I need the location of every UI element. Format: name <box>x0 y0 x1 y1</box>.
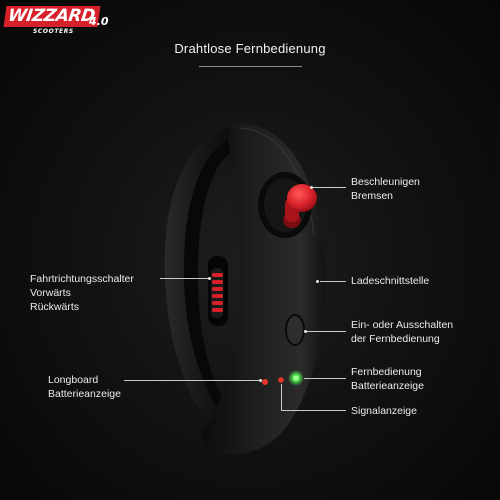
wrist-strap-inner <box>183 140 236 418</box>
leader-power <box>306 331 346 332</box>
page-title: Drahtlose Fernbedienung <box>174 41 326 56</box>
logo-subline: SCOOTERS <box>33 28 74 35</box>
leader-direction-dot <box>208 277 211 280</box>
label-signal: Signalanzeige <box>351 405 417 417</box>
label-power: Ein- oder Ausschalten der Fernbedienung <box>351 319 454 345</box>
leader-signal <box>281 410 346 411</box>
board-battery-led <box>262 379 268 385</box>
remote-battery-led <box>293 375 299 381</box>
leader-charging <box>320 281 346 282</box>
leader-charging-dot <box>316 280 319 283</box>
power-button <box>285 314 305 346</box>
label-board-battery: Longboard Batterieanzeige <box>48 374 121 400</box>
brand-logo: WIZZARD 4.0 SCOOTERS <box>3 6 109 46</box>
thumbstick <box>287 184 317 212</box>
title-underline <box>199 66 302 67</box>
leader-power-dot <box>304 330 307 333</box>
signal-led <box>278 377 284 383</box>
label-direction-switch: Fahrtrichtungsschalter Vorwärts Rückwärt… <box>30 273 134 313</box>
direction-switch <box>212 273 223 312</box>
label-remote-battery: Fernbedienung Batterieanzeige <box>351 366 424 392</box>
leader-signal-vertical <box>281 384 282 410</box>
label-accelerate: Beschleunigen Bremsen <box>351 176 420 202</box>
leader-accelerate <box>312 187 346 188</box>
leader-board-battery <box>124 380 261 381</box>
leader-remote-battery <box>304 378 346 379</box>
wrist-strap <box>164 128 240 441</box>
leader-accelerate-dot <box>310 186 313 189</box>
label-charging: Ladeschnittstelle <box>351 275 430 287</box>
leader-direction <box>160 278 210 279</box>
logo-version: 4.0 <box>89 15 109 28</box>
leader-board-battery-dot <box>259 379 262 382</box>
